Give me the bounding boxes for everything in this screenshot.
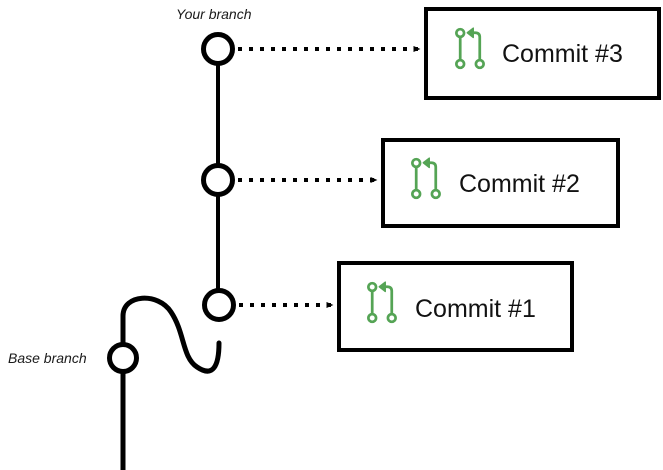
git-pull-request-icon [454,27,485,70]
merge-curve [120,295,222,374]
git-pull-request-icon [366,281,397,324]
commit-3-box[interactable] [424,7,661,100]
commit-3-node[interactable] [201,32,235,66]
commit-2-node[interactable] [201,163,235,197]
commit-3-group: Commit #3 [201,7,661,100]
commit-2-group: Commit #2 [201,138,620,228]
your-branch-label: Your branch [176,6,252,22]
commit-1-group: Commit #1 [202,261,574,352]
commit-3-label: Commit #3 [502,40,623,68]
git-pull-request-icon [410,157,441,200]
commit-2-label: Commit #2 [459,170,580,198]
commit-1-node[interactable] [202,288,236,322]
commit-1-box[interactable] [337,261,574,352]
commit-2-box[interactable] [381,138,620,228]
base-branch-label: Base branch [8,350,87,366]
base-branch-node[interactable] [107,342,139,374]
commit-1-label: Commit #1 [415,295,536,323]
